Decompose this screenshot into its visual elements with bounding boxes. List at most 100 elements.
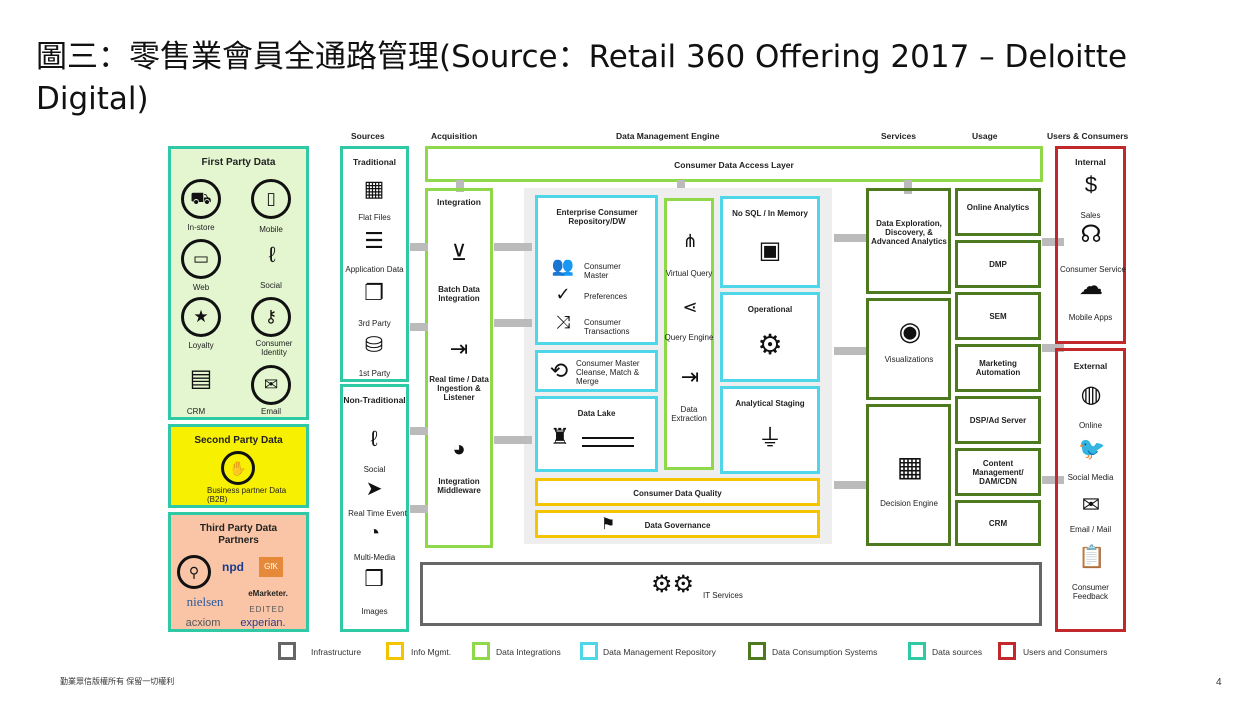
access-layer-label: Consumer Data Access Layer — [674, 160, 794, 170]
cart-icon: ⛟ — [181, 179, 221, 219]
non-traditional-multimedia: Multi-Media — [353, 553, 396, 562]
external-title: External — [1073, 361, 1108, 371]
flag-icon: ⚑ — [600, 516, 616, 533]
arrow-src-1 — [410, 243, 428, 251]
legend-swatch-infrastructure — [278, 642, 296, 660]
nosql-panel: No SQL / In Memory ▣ — [720, 196, 820, 288]
envelope-icon: ✉ — [1081, 492, 1101, 517]
query-engine: Query Engine — [664, 333, 714, 342]
laptop-icon: ▭ — [181, 239, 221, 279]
legend-integrations: Data Integrations — [496, 647, 561, 657]
arrow-int-1 — [494, 243, 532, 251]
integration-middleware: Integration Middleware — [437, 477, 481, 495]
data-lake-title: Data Lake — [577, 409, 616, 418]
database-icon: ⛁ — [364, 332, 384, 357]
legend-sources: Data sources — [932, 647, 983, 657]
share-icon: ⋖ — [682, 297, 698, 317]
external-feedback: Consumer Feedback — [1072, 583, 1109, 601]
handshake-icon: ✋ — [221, 451, 255, 485]
first-party-identity: Consumer Identity — [255, 339, 293, 357]
arrow-svc-1 — [834, 234, 866, 242]
lighthouse-icon: ♜ — [550, 424, 570, 449]
twitter-bird-icon: 🐦 — [1078, 436, 1106, 461]
shuffle-icon: ⤨ — [555, 312, 571, 332]
social-branch-icon: ℓ — [268, 242, 276, 267]
integration-realtime: Real time / Data Ingestion & Listener — [429, 375, 489, 402]
lake-line-1 — [582, 437, 634, 439]
non-traditional-title: Non-Traditional — [343, 395, 406, 405]
repo-preferences: Preferences — [584, 292, 628, 301]
traditional-3rd-party: 3rd Party — [358, 319, 391, 328]
internal-consumer-service: Consumer Service — [1060, 265, 1126, 274]
server-icon: ☰ — [364, 228, 384, 253]
eye-icon: ◉ — [898, 316, 922, 346]
usage-marketing-automation-label: Marketing Automation — [975, 359, 1021, 377]
paper-plane-icon: ➤ — [365, 478, 383, 500]
cloud-upload-icon: ☁ — [1079, 273, 1103, 300]
second-party-item: Business partner Data (B2B) — [207, 486, 287, 504]
header-usage: Usage — [972, 131, 998, 141]
usage-content-management-label: Content Management/ DAM/CDN — [972, 459, 1024, 486]
social-branch-icon: ℓ — [370, 426, 378, 451]
header-dme: Data Management Engine — [616, 131, 720, 141]
services-analytics: Data Exploration, Discovery, & Advanced … — [871, 219, 947, 246]
brand-edited: EDITED — [249, 605, 285, 614]
brand-gfk: GfK — [259, 557, 283, 577]
header-sources: Sources — [351, 131, 385, 141]
arrow-usr-3 — [1042, 476, 1064, 484]
analytical-title: Analytical Staging — [735, 399, 805, 408]
services-visualizations-panel: ◉ Visualizations — [866, 298, 951, 400]
brand-npd: npd — [222, 560, 244, 574]
grid-icon: ▦ — [896, 451, 924, 482]
usage-crm-label: CRM — [988, 519, 1008, 528]
internal-title: Internal — [1075, 157, 1106, 167]
sign-in-icon: ⇥ — [449, 336, 469, 361]
loyalty-badge-icon: ★ — [181, 297, 221, 337]
traditional-panel: Traditional ▦ Flat Files ☰ Application D… — [340, 146, 409, 382]
traditional-1st-party: 1st Party — [358, 369, 391, 378]
quality-label: Consumer Data Quality — [633, 489, 722, 498]
internal-panel: Internal $ Sales ☊ Consumer Service ☁ Mo… — [1055, 146, 1126, 344]
traditional-title: Traditional — [353, 157, 396, 167]
first-party-panel: First Party Data ⛟ In-store ▯ Mobile ▭ W… — [168, 146, 309, 420]
first-party-social: Social — [260, 281, 282, 290]
header-users: Users & Consumers — [1047, 131, 1129, 141]
brand-emarketer: eMarketer. — [248, 589, 288, 598]
legend-info-mgmt: Info Mgmt. — [411, 647, 452, 657]
legend-infrastructure: Infrastructure — [311, 647, 362, 657]
traditional-flat-files: Flat Files — [358, 213, 391, 222]
dribbble-icon: ◍ — [1080, 381, 1102, 408]
analytical-panel: Analytical Staging ⏚ — [720, 386, 820, 474]
images-icon: ❒ — [364, 566, 384, 591]
arrow-int-2 — [494, 319, 532, 327]
external-social-media: Social Media — [1067, 473, 1114, 482]
second-party-panel: Second Party Data ✋ Business partner Dat… — [168, 424, 309, 508]
legend-consumption: Data Consumption Systems — [772, 647, 878, 657]
services-visualizations: Visualizations — [884, 355, 934, 364]
internal-mobile-apps: Mobile Apps — [1068, 313, 1113, 322]
legend-swatch-consumption — [748, 642, 766, 660]
non-traditional-social: Social — [363, 465, 386, 474]
cleanse-panel: ⟲ Consumer Master Cleanse, Match & Merge — [535, 350, 658, 392]
usage-content-management: Content Management/ DAM/CDN — [955, 448, 1041, 496]
non-traditional-panel: Non-Traditional ℓ Social ➤ Real Time Eve… — [340, 384, 409, 632]
query-virtual: Virtual Query — [665, 269, 713, 278]
arrow-int-3 — [494, 436, 532, 444]
arrow-src-4 — [410, 505, 428, 513]
copyright-footer: 勤業眾信版權所有 保留一切權利 — [60, 677, 175, 686]
mobile-icon: ▯ — [251, 179, 291, 219]
key-icon: ⚷ — [251, 297, 291, 337]
it-services-label: IT Services — [703, 591, 743, 600]
external-email-mail: Email / Mail — [1069, 525, 1112, 534]
arrow-src-2 — [410, 323, 428, 331]
legend-users: Users and Consumers — [1023, 647, 1108, 657]
legend-swatch-users — [998, 642, 1016, 660]
third-party-panel: Third Party Data Partners ⚲ npd GfK niel… — [168, 512, 309, 632]
connector-virtual — [677, 180, 685, 194]
operational-title: Operational — [747, 305, 793, 314]
repo-transactions: Consumer Transactions — [584, 318, 630, 336]
hierarchy-icon: ⏚ — [758, 425, 782, 452]
quality-bar: Consumer Data Quality — [535, 478, 820, 506]
legend-swatch-info-mgmt — [386, 642, 404, 660]
